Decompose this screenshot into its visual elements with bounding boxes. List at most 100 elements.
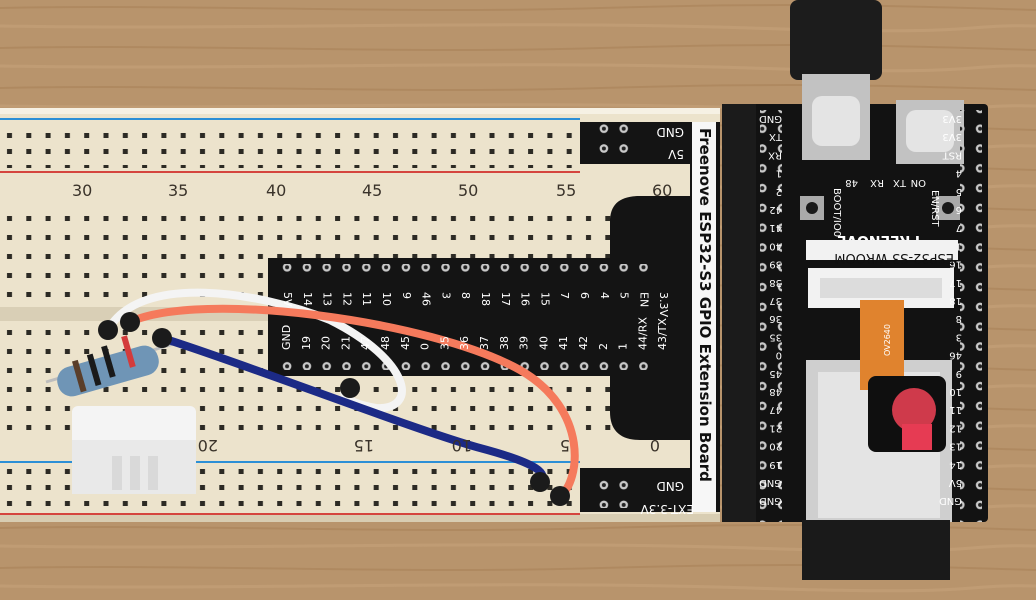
gpio-extension-board — [268, 122, 720, 512]
pin-label: 46 — [420, 292, 433, 306]
bb-num: 0 — [650, 436, 660, 455]
led-label: ON — [911, 177, 926, 188]
bb-num: 35 — [168, 181, 188, 200]
header-pin-label: GND — [759, 113, 782, 124]
led-label: RX — [870, 177, 884, 188]
resistor — [45, 335, 181, 397]
header-pin-label: 1 — [776, 168, 782, 179]
pin-label: 6 — [578, 292, 591, 299]
pin-label: GND — [280, 325, 293, 350]
bb-num: 5 — [560, 436, 570, 455]
pin-label: 47 — [359, 336, 372, 350]
header-pin-label: 4 — [956, 168, 962, 179]
pin-label: 43/TX — [656, 318, 669, 350]
bb-num: 45 — [362, 181, 382, 200]
pin-label: 13 — [321, 292, 334, 306]
bb-num: 60 — [652, 181, 672, 200]
header-pin-label: 46 — [949, 350, 962, 361]
esp32-button-labels: BOOT/IO0 EN/RST — [831, 188, 940, 237]
pin-label: EN — [637, 292, 650, 307]
pin-label: 39 — [518, 336, 531, 350]
header-pin-label: 19 — [769, 459, 782, 470]
pin-label: 8 — [459, 292, 472, 299]
blue-wire — [158, 334, 547, 486]
pin-label: 35 — [438, 336, 451, 350]
esp32-s3-board — [722, 0, 988, 580]
pin-label: 36 — [458, 336, 471, 350]
header-pin-label: 2 — [776, 186, 782, 197]
header-pin-label: 0 — [776, 350, 782, 361]
pin-label: 5V — [281, 292, 294, 307]
header-pin-label: 5V — [949, 477, 962, 488]
pin-label: 14 — [301, 292, 314, 306]
jumper-wires — [98, 288, 579, 506]
bb-num: 10 — [452, 436, 472, 455]
header-pin-label: RX — [768, 149, 782, 160]
boot-label: BOOT/IO0 — [831, 188, 842, 237]
header-pin-label: GND — [759, 477, 782, 488]
header-pin-label: 18 — [949, 295, 962, 306]
header-pin-label: 14 — [949, 459, 962, 470]
pin-label: 38 — [498, 336, 511, 350]
header-pin-label: TX — [769, 131, 783, 142]
pin-label: 11 — [360, 292, 373, 306]
header-pin-label: GND — [759, 495, 782, 506]
dht-sensor — [72, 406, 196, 494]
breadboard-bottom-numbers: 20 15 10 5 0 — [198, 436, 660, 455]
pin-label: 48 — [379, 336, 392, 350]
bb-num: 55 — [556, 181, 576, 200]
salmon-wire — [126, 304, 579, 500]
pin-label: 15 — [538, 292, 551, 306]
pin-label: 9 — [400, 292, 413, 299]
led-label: TX — [893, 177, 907, 188]
pin-label: 2 — [597, 343, 610, 350]
bb-num: 50 — [458, 181, 478, 200]
header-pin-label: 16 — [949, 259, 962, 270]
power-label: GND — [656, 479, 684, 493]
header-pin-label: 5 — [956, 186, 962, 197]
header-pin-label: 11 — [949, 404, 962, 415]
en-label: EN/RST — [929, 190, 940, 227]
pin-label: 18 — [479, 292, 492, 306]
header-pin-label: 3V3 — [942, 113, 962, 124]
header-pin-label: 41 — [769, 222, 782, 233]
extension-board-title: Freenove ESP32-S3 GPIO Extension Board — [696, 128, 714, 482]
pin-label: 20 — [320, 336, 333, 350]
pin-label: 41 — [557, 336, 570, 350]
pin-label: 5 — [618, 292, 631, 299]
header-pin-label: 7 — [956, 222, 962, 233]
pin-label: 17 — [499, 292, 512, 306]
bb-num: 20 — [198, 436, 218, 455]
pin-label: 19 — [300, 336, 313, 350]
pin-label: 1 — [617, 343, 630, 350]
pin-label: 37 — [478, 336, 491, 350]
pin-label: 16 — [519, 292, 532, 306]
esp32-right-header-labels: 3V33V3RST4567151617188346910111213145VGN… — [939, 113, 962, 506]
header-pin-label: 9 — [956, 368, 962, 379]
header-pin-label: 39 — [769, 259, 782, 270]
header-pin-label: 35 — [769, 331, 782, 342]
pin-label: 0 — [419, 343, 432, 350]
header-pin-label: 12 — [949, 422, 962, 433]
header-pin-label: RST — [942, 149, 962, 160]
header-pin-label: 40 — [769, 240, 782, 251]
bb-num: 40 — [266, 181, 286, 200]
header-pin-label: 20 — [769, 441, 782, 452]
pin-label: 44/RX — [636, 317, 649, 350]
module-label: ESP32-S3 WROOM — [834, 250, 954, 265]
bb-num: 15 — [354, 436, 374, 455]
header-pin-label: 13 — [949, 441, 962, 452]
pin-label: 42 — [577, 336, 590, 350]
header-pin-label: 37 — [769, 295, 782, 306]
header-pin-label: 3 — [956, 331, 962, 342]
header-pin-label: 42 — [769, 204, 782, 215]
pin-label: 10 — [380, 292, 393, 306]
header-pin-label: 3V3 — [942, 131, 962, 142]
header-pin-label: 45 — [769, 368, 782, 379]
power-label: GND — [656, 125, 684, 139]
header-pin-label: 8 — [956, 313, 962, 324]
breadboard-top-numbers: 30 35 40 45 50 55 60 — [72, 181, 672, 200]
